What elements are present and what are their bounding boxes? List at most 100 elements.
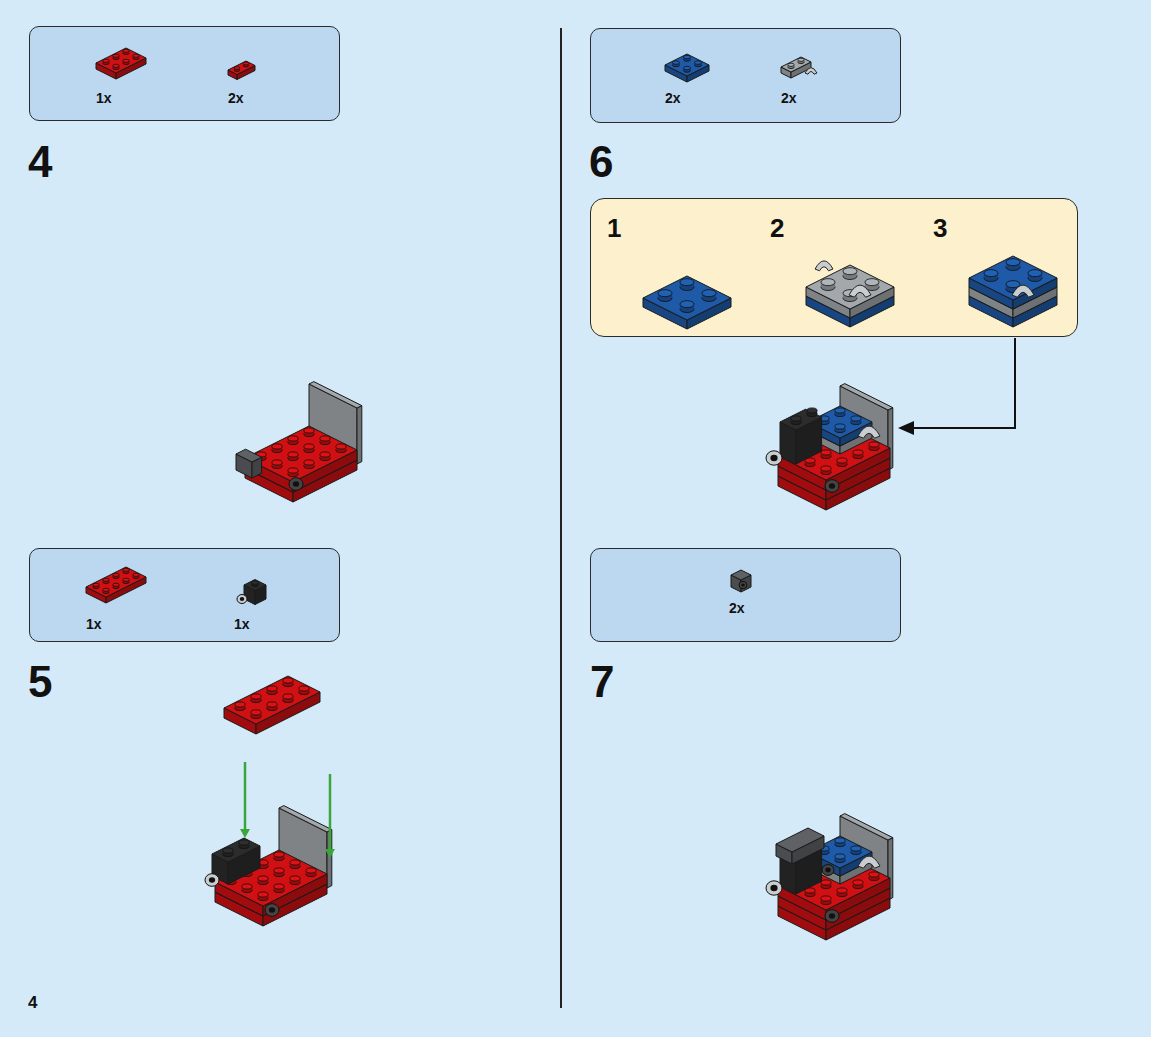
parts-illustration [591,29,902,124]
model-step-4 [236,382,362,502]
stud-top [274,868,284,873]
stud-top [113,573,119,576]
side-stud [739,581,747,588]
stud-top [304,428,314,433]
stud-top [251,710,261,715]
placement-arrowhead [325,849,335,858]
stud-top [235,702,245,707]
side-stud [822,865,834,876]
stud-top [304,444,314,449]
stud-top [851,416,861,421]
stud-top [853,450,863,455]
side-stud [825,480,839,493]
stud-top [103,588,109,591]
brick-face [840,814,893,840]
stud-top [306,868,316,873]
stud-top [807,408,817,413]
brick-face [86,567,146,597]
stud-top [821,466,831,471]
step-number: 6 [589,140,613,184]
column-divider [560,28,562,1008]
side-stud [265,904,279,917]
brick-face [96,48,146,73]
stud-top [283,694,293,699]
stud-top [267,702,277,707]
stud-top [288,468,298,473]
model-step-7 [766,814,893,940]
parts-illustration [30,549,341,643]
brick-face [776,828,824,852]
substep-number: 1 [607,215,621,241]
page-number: 4 [28,994,37,1011]
parts-illustration [30,27,341,122]
part-quantity: 1x [234,617,250,631]
stud-top [258,892,268,897]
stud-top [835,408,845,413]
brick-face [357,406,362,464]
side-stud [766,881,782,895]
stud-top [837,888,847,893]
stud-top [821,880,831,885]
brick-face [969,256,1057,300]
stud-top [835,424,845,429]
step-number: 7 [590,660,614,704]
stud-top [123,568,129,571]
side-stud [766,451,782,465]
stud-top [272,460,282,465]
brick-face [212,838,260,862]
placement-arrow [244,762,247,830]
stud-top [320,436,330,441]
stud-top [274,852,284,857]
stud-top [672,61,679,65]
stud-top [694,61,701,65]
stud-top [93,583,99,586]
stud-top [251,694,261,699]
clip [858,426,880,438]
clip [815,261,833,271]
stud-top [683,66,690,70]
side-stud [825,910,839,923]
clip [849,285,871,297]
stud-top [869,442,879,447]
stud-top [835,838,845,843]
stud-hole [269,907,275,913]
stud-top [683,55,690,59]
stud-top [865,279,879,286]
clip [1012,285,1034,297]
stud-top [123,49,129,52]
stud-top [113,54,119,57]
stud-top [290,860,300,865]
stud-top [837,458,847,463]
part-quantity: 2x [781,91,797,105]
stud-top [113,64,119,67]
part-quantity: 1x [86,617,102,631]
stud-hole [770,885,777,891]
substep-number: 3 [933,215,947,241]
stud-hole [293,481,299,487]
stud-top [658,290,672,297]
stud-hole [829,483,835,489]
stud-top [1006,259,1020,266]
parts-box: 1x 1x [29,548,340,642]
clip [858,856,880,868]
brick-face [781,57,811,72]
stud-top [798,58,804,61]
parts-illustration [591,199,1079,338]
stud-top [304,460,314,465]
side-stud [289,478,303,491]
stud-hole [829,913,835,919]
stud-top [267,686,277,691]
part-quantity: 2x [665,91,681,105]
stud-top [274,884,284,889]
parts-box: 1x2x [29,26,340,121]
stud-top [283,678,293,683]
model-step-6 [766,384,893,510]
stud-top [843,268,857,275]
brick-face [731,570,751,580]
stud-top [123,59,129,62]
stud-top [680,301,694,308]
step-number: 4 [28,140,52,184]
stud-top [288,452,298,457]
